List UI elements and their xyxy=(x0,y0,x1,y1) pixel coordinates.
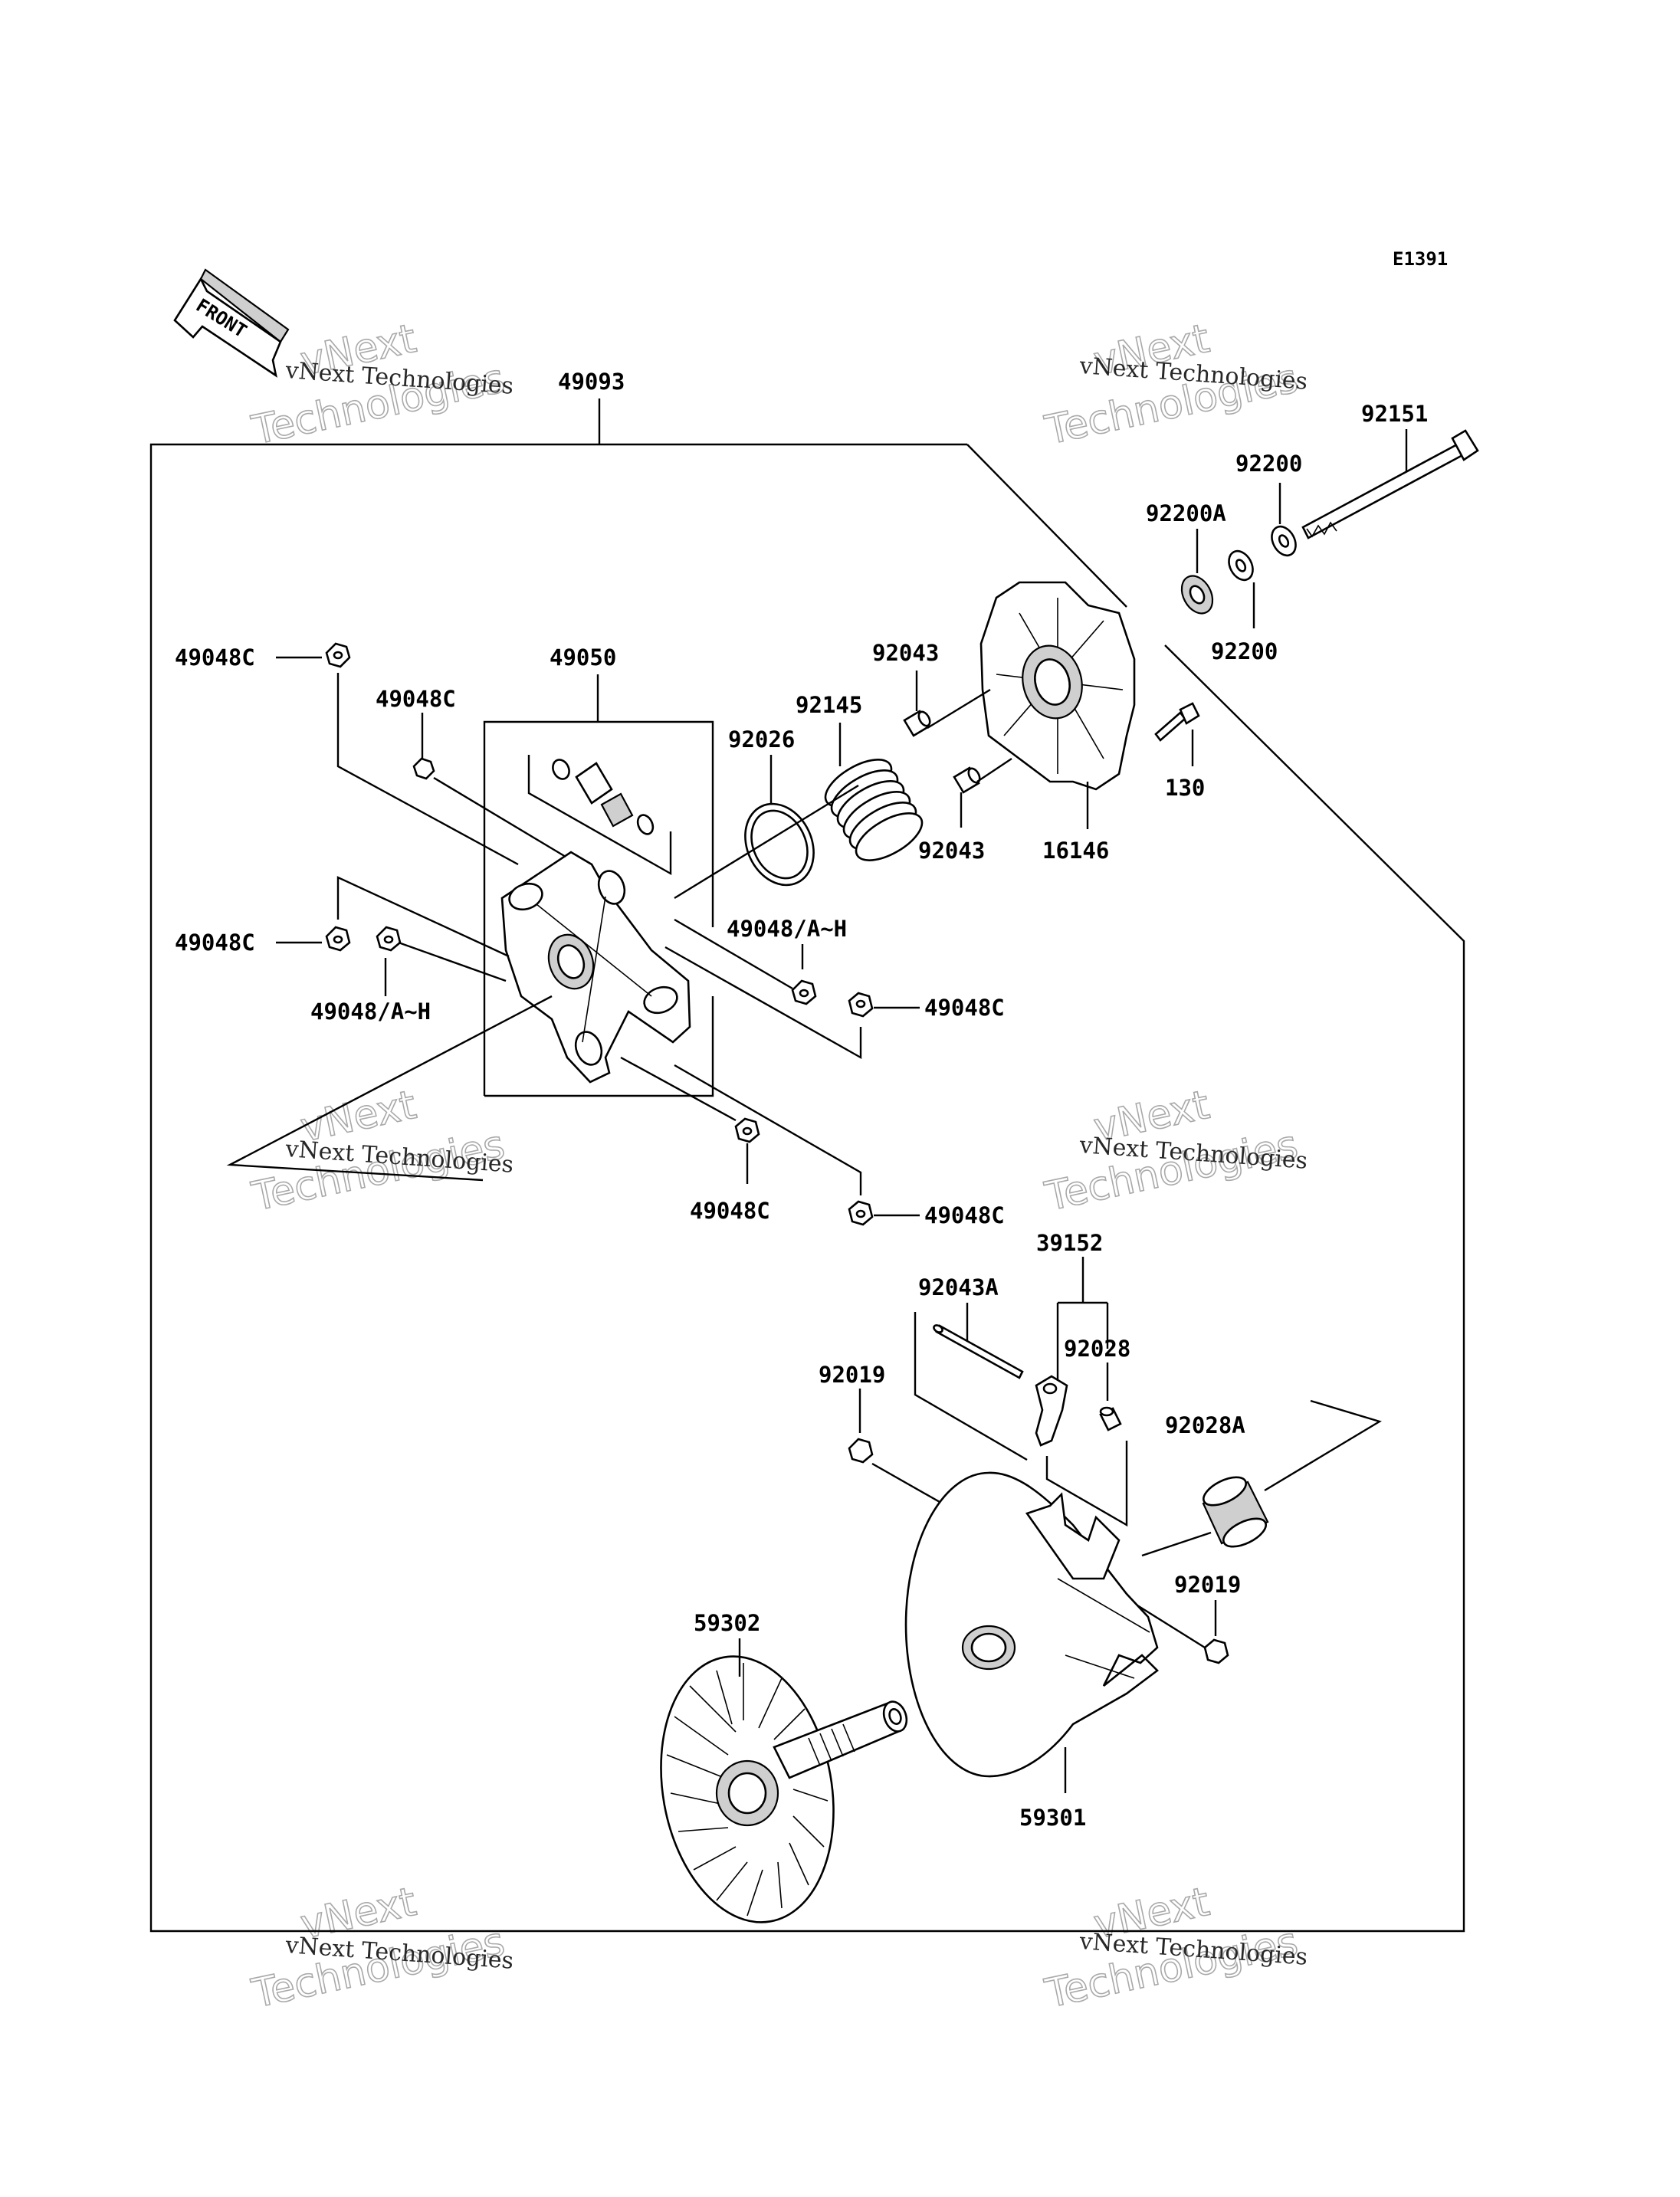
weight-39152 xyxy=(1035,1375,1068,1447)
link-bushing-left xyxy=(398,941,507,982)
nut-49048C-top-left xyxy=(325,642,351,668)
diagram-code: E1391 xyxy=(1393,248,1448,270)
link-nut-bottom-center xyxy=(620,1056,737,1122)
label-92043A: 92043A xyxy=(918,1274,999,1300)
label-49048C-bottom-center: 49048C xyxy=(690,1198,770,1224)
link-92043b-spider xyxy=(976,758,1012,782)
screw-130 xyxy=(1154,702,1200,742)
spider-16146 xyxy=(979,581,1136,791)
bracket-49050-bottom xyxy=(484,996,714,1097)
label-92019-right: 92019 xyxy=(1174,1572,1241,1598)
label-130: 130 xyxy=(1165,775,1205,801)
washer-92200-bottom xyxy=(1228,549,1254,582)
label-49048AH-left: 49048/A~H xyxy=(310,998,431,1025)
label-92200-top: 92200 xyxy=(1235,451,1302,477)
pin-92043-top xyxy=(903,710,931,737)
nut-49048C-bottom-center xyxy=(734,1117,760,1143)
label-39152: 39152 xyxy=(1036,1230,1103,1256)
label-92043-bottom: 92043 xyxy=(918,838,985,864)
label-49048C-top-left: 49048C xyxy=(175,644,255,671)
bushing-49048-left xyxy=(376,926,402,952)
label-92200A: 92200A xyxy=(1146,500,1226,526)
leader-nut-bottom-right xyxy=(674,1064,862,1195)
nut-49048C-mid-right xyxy=(848,992,874,1018)
ring-92026 xyxy=(744,802,815,887)
bracket-92043A xyxy=(914,1312,1028,1461)
leader-nut-mid-right xyxy=(664,946,862,1060)
label-92028A: 92028A xyxy=(1165,1412,1245,1438)
label-92028: 92028 xyxy=(1064,1336,1130,1362)
front-arrow-icon: FRONT xyxy=(173,268,290,378)
leader-inner-hub xyxy=(433,776,566,858)
pin-92043A xyxy=(933,1324,1024,1379)
leader-92028A xyxy=(1264,1399,1382,1492)
leader-nut-top-left xyxy=(336,673,519,866)
label-49050: 49050 xyxy=(550,644,616,671)
pin-92043-bottom xyxy=(953,766,981,794)
hub-housing xyxy=(500,851,691,1084)
nut-92019-left xyxy=(848,1438,874,1464)
label-16146: 16146 xyxy=(1042,838,1109,864)
bushing-92028 xyxy=(1099,1406,1122,1431)
leader-nut-mid-left xyxy=(336,876,510,958)
label-92200-bottom: 92200 xyxy=(1211,638,1278,664)
label-49048C-mid-right: 49048C xyxy=(924,995,1005,1021)
fixed-sheave-59302 xyxy=(660,1655,908,1923)
bushing-92028A xyxy=(1202,1476,1269,1548)
sleeve xyxy=(600,792,634,828)
bearing-92200A xyxy=(1180,575,1214,615)
label-59302: 59302 xyxy=(694,1610,760,1636)
washer-92200-top xyxy=(1271,525,1297,557)
spring-92145 xyxy=(824,759,924,861)
small-ring xyxy=(636,814,655,835)
label-49093: 49093 xyxy=(558,369,625,395)
sub-bracket xyxy=(527,755,672,876)
label-92145: 92145 xyxy=(796,692,862,718)
label-49048AH-right: 49048/A~H xyxy=(727,916,847,942)
label-49048C-bottom-right: 49048C xyxy=(924,1202,1005,1228)
bolt-92151 xyxy=(1301,429,1479,539)
link-bushing-right xyxy=(674,918,793,990)
link-92028A-sheave xyxy=(1141,1531,1212,1557)
label-92019-left: 92019 xyxy=(819,1362,885,1388)
label-92026: 92026 xyxy=(728,726,795,753)
link-hub-sheave xyxy=(226,995,553,1182)
label-59301: 59301 xyxy=(1019,1805,1086,1831)
bushing-49048-right xyxy=(791,979,817,1005)
label-49048C-mid-left: 49048C xyxy=(175,930,255,956)
nut-49048C-bottom-right xyxy=(848,1200,874,1226)
nut-92019-right xyxy=(1203,1638,1229,1664)
link-92043-spider xyxy=(927,688,991,730)
frame-diagonal xyxy=(966,444,1127,608)
label-49048C-inner: 49048C xyxy=(376,686,456,712)
assembly-frame xyxy=(149,443,1465,1933)
small-washer xyxy=(552,759,570,780)
bushing xyxy=(575,762,613,805)
movable-sheave-59301 xyxy=(904,1471,1159,1778)
nut-49048C-mid-left xyxy=(325,926,351,952)
assembly-axis-upper xyxy=(674,784,859,900)
nut-49048C-inner xyxy=(412,757,435,780)
bracket-weights xyxy=(1045,1441,1128,1527)
label-92043-top: 92043 xyxy=(872,640,939,666)
label-92151: 92151 xyxy=(1361,401,1428,427)
